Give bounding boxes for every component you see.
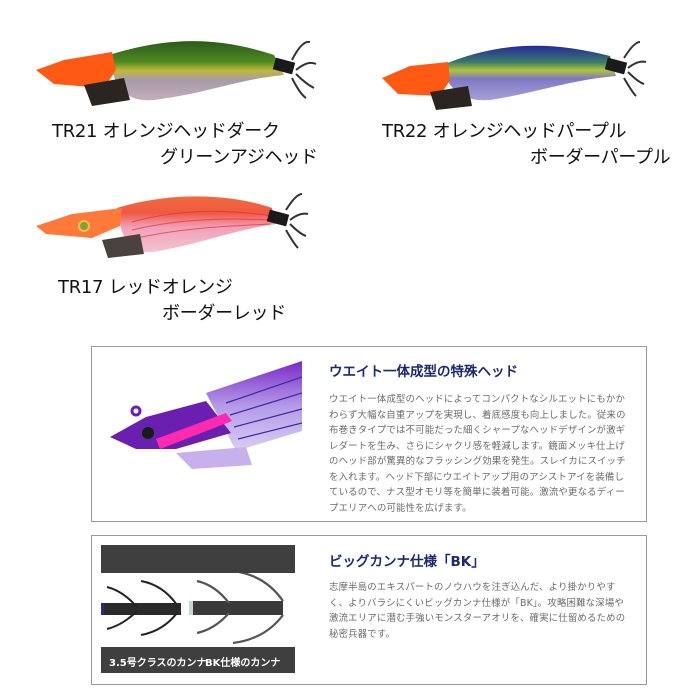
feature-kanna-body: 志摩半島のエキスパートのノウハウを注ぎ込んだ、より掛かりやすく、よりバラシにくい… [329, 582, 626, 640]
feature-head-title: ウエイト一体成型の特殊ヘッド [329, 364, 518, 380]
head-closeup-image [106, 353, 303, 473]
product-caption-tr17: TR17 レッドオレンジ ボーダーレッド [58, 275, 286, 327]
caption-line1: TR21 オレンジヘッドダーク [52, 121, 280, 142]
feature-kanna-title: ビッグカンナ仕様「BK」 [329, 554, 485, 570]
feature-panel-kanna: 3.5号クラスのカンナ BK仕様のカンナ ビッグカンナ仕様「BK」 志摩半島のエ… [91, 535, 647, 685]
kanna-top-bar [101, 545, 295, 573]
lure-image-tr17 [32, 186, 322, 266]
product-caption-tr22: TR22 オレンジヘッドパープル ボーダーパープル [382, 119, 671, 171]
caption-line2: ボーダーパープル [530, 147, 671, 168]
kanna-label-bar [101, 647, 295, 673]
lure-image-tr22 [380, 36, 650, 112]
lure-image-tr21 [34, 30, 319, 110]
kanna-comparison-image: 3.5号クラスのカンナ BK仕様のカンナ [101, 545, 295, 673]
product-caption-tr21: TR21 オレンジヘッドダーク グリーンアジヘッド [52, 119, 318, 171]
caption-line1: TR17 レッドオレンジ [58, 277, 233, 298]
caption-line2: グリーンアジヘッド [160, 147, 318, 168]
kanna-label-bk: BK仕様のカンナ [205, 658, 281, 669]
caption-line2: ボーダーレッド [162, 303, 286, 324]
kanna-label-standard: 3.5号クラスのカンナ [109, 658, 207, 669]
caption-line1: TR22 オレンジヘッドパープル [382, 121, 627, 142]
feature-panel-head: ウエイト一体成型の特殊ヘッド ウエイト一体成型のヘッドによってコンパクトなシルエ… [91, 346, 647, 522]
feature-head-body: ウエイト一体成型のヘッドによってコンパクトなシルエットにもかかわらず大幅な自重ア… [329, 394, 626, 514]
